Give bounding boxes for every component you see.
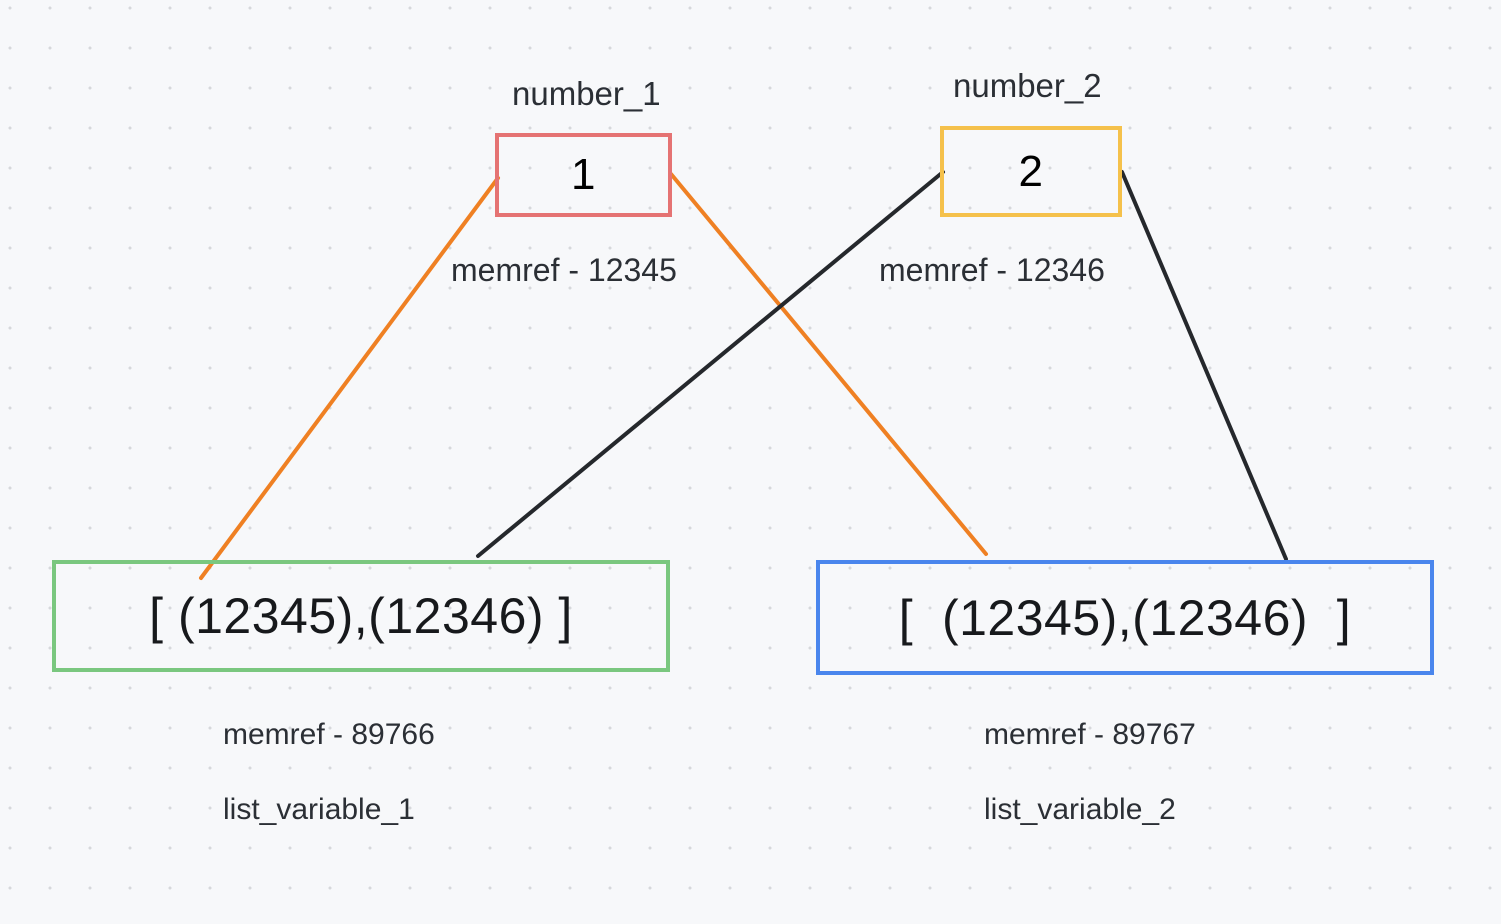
list-variable-1-memref-label: memref - 89766: [223, 718, 435, 751]
node-number-1[interactable]: 1: [495, 133, 672, 217]
node-list-variable-2-value: [ (12345),(12346) ]: [898, 589, 1352, 646]
edge-number2-to-list1: [476, 170, 945, 558]
list-variable-2-memref-label: memref - 89767: [984, 718, 1196, 751]
node-list-variable-1-value: [ (12345),(12346) ]: [149, 588, 573, 644]
node-number-2[interactable]: 2: [940, 126, 1122, 217]
node-list-variable-2[interactable]: [ (12345),(12346) ]: [816, 560, 1434, 675]
number-2-title: number_2: [953, 67, 1102, 104]
edge-number1-to-list2: [669, 172, 988, 556]
node-number-1-value: 1: [571, 150, 596, 199]
node-list-variable-1[interactable]: [ (12345),(12346) ]: [52, 560, 670, 672]
node-number-2-value: 2: [1018, 146, 1044, 196]
list-variable-1-name-label: list_variable_1: [223, 793, 415, 826]
number-1-memref-label: memref - 12345: [451, 252, 677, 288]
number-1-title: number_1: [512, 75, 661, 112]
list-variable-2-name-label: list_variable_2: [984, 793, 1176, 826]
edge-number2-to-list2: [1120, 170, 1288, 561]
number-2-memref-label: memref - 12346: [879, 252, 1105, 288]
edge-number1-to-list1: [199, 176, 500, 580]
